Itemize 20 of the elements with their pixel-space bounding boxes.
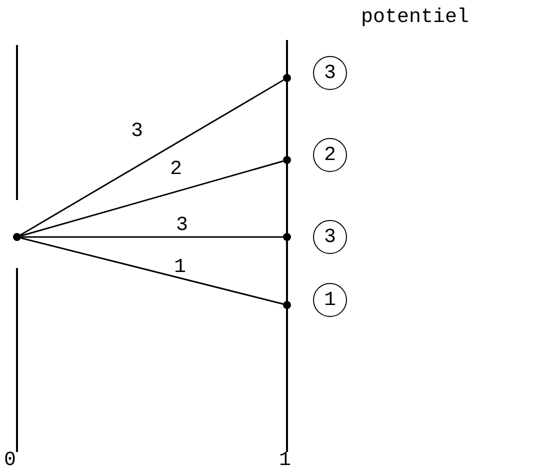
circled-number: 2 bbox=[313, 138, 347, 172]
edge-label: 2 bbox=[170, 159, 182, 181]
dot bbox=[283, 156, 291, 164]
line bbox=[21, 236, 283, 238]
dot bbox=[13, 233, 21, 241]
line bbox=[20, 160, 284, 237]
edge-label: 1 bbox=[174, 257, 186, 279]
edge-label: 3 bbox=[176, 215, 188, 237]
dot bbox=[283, 301, 291, 309]
line bbox=[20, 79, 284, 236]
dot bbox=[283, 74, 291, 82]
circled-number: 3 bbox=[313, 56, 347, 90]
circled-number: 3 bbox=[313, 220, 347, 254]
edge-label: 3 bbox=[131, 121, 143, 143]
dot bbox=[283, 233, 291, 241]
tick-label: 1 bbox=[279, 450, 291, 472]
line bbox=[20, 237, 284, 305]
circled-number: 1 bbox=[313, 283, 347, 317]
axis-title: potentiel bbox=[360, 7, 470, 29]
tick-label: 0 bbox=[4, 450, 16, 472]
